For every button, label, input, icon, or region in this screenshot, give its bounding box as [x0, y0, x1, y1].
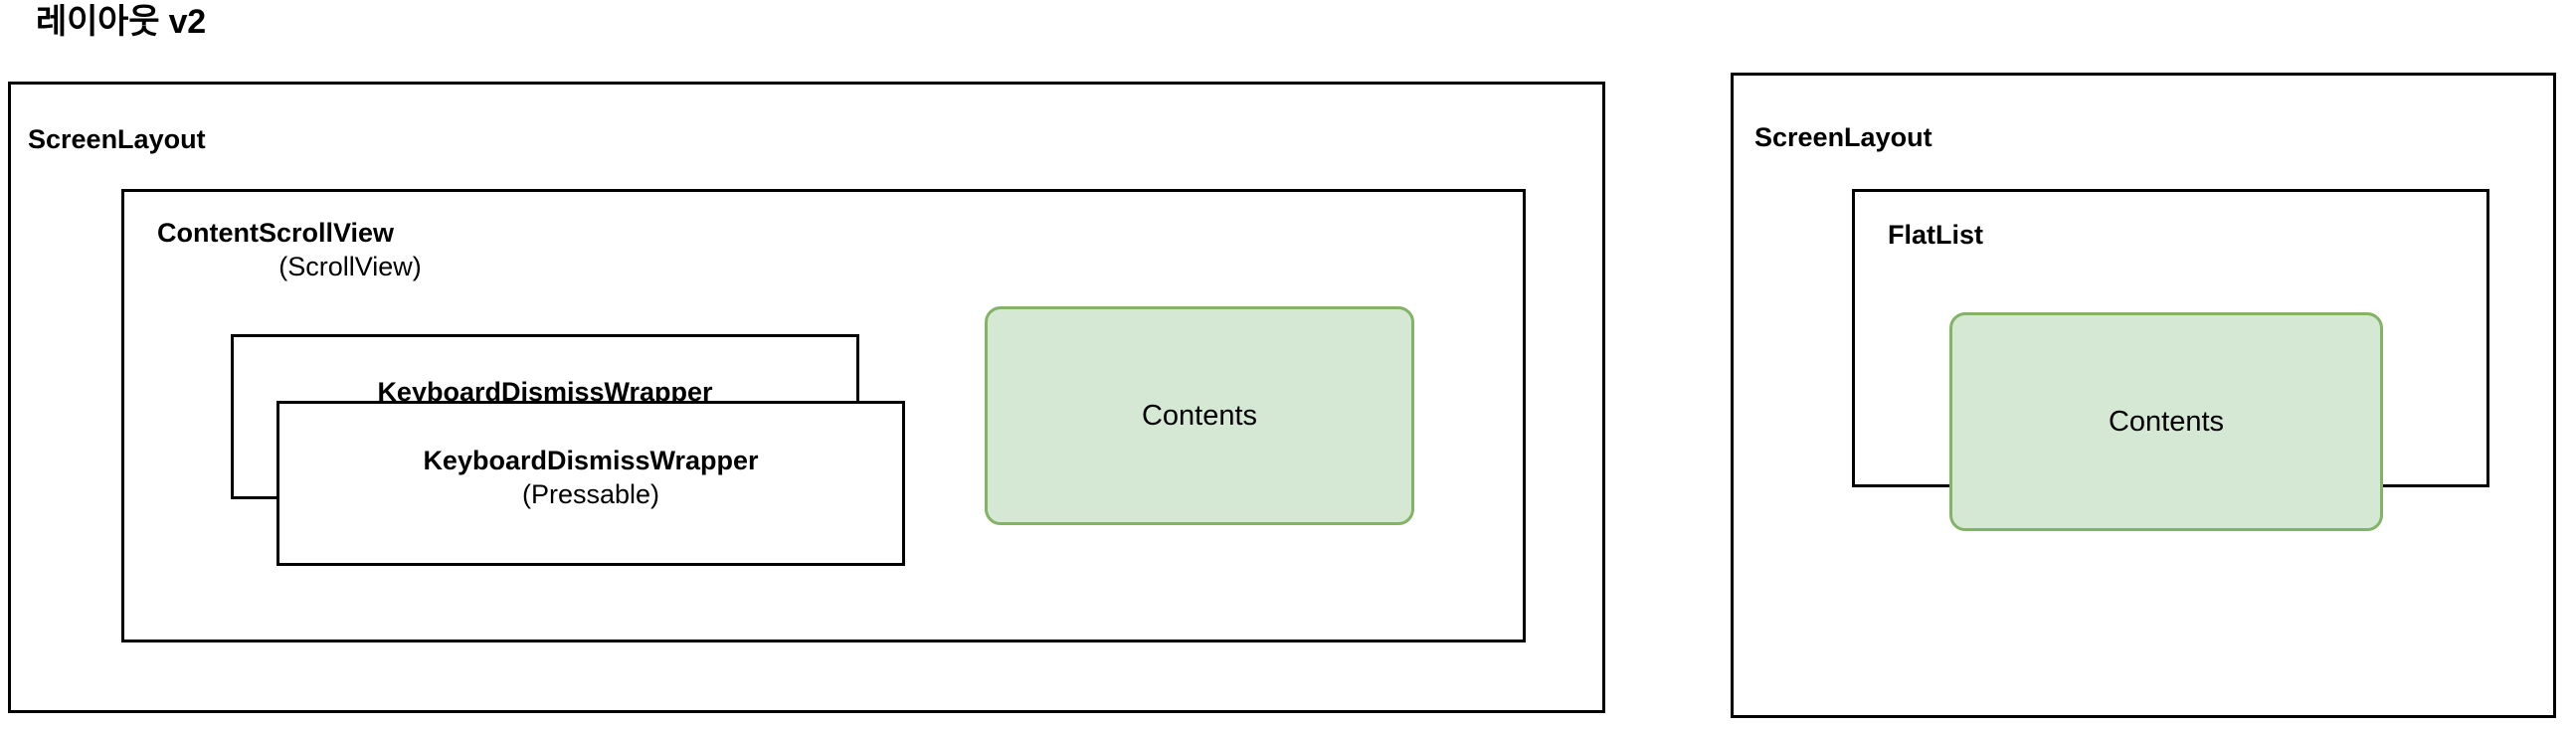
- keyboarddismisswrapper-front-sublabel: (Pressable): [521, 479, 660, 509]
- diagram-title: 레이아웃 v2: [36, 3, 206, 41]
- contents-label-left: Contents: [1141, 399, 1258, 432]
- keyboarddismisswrapper-front-label: KeyboardDismissWrapper: [423, 446, 759, 475]
- contents-node-right: Contents: [1949, 312, 2383, 531]
- screenlayout-label-right: ScreenLayout: [1754, 122, 1932, 152]
- contents-label-right: Contents: [2108, 405, 2225, 438]
- screenlayout-label-left: ScreenLayout: [28, 124, 206, 154]
- keyboarddismisswrapper-front-text: KeyboardDismissWrapper (Pressable): [279, 444, 902, 511]
- flatlist-label: FlatList: [1888, 220, 1984, 250]
- contentscrollview-sublabel: (ScrollView): [278, 252, 422, 281]
- contentscrollview-label: ContentScrollView: [157, 218, 395, 248]
- keyboarddismisswrapper-box-front: KeyboardDismissWrapper (Pressable): [276, 401, 905, 566]
- contents-node-left: Contents: [985, 306, 1414, 525]
